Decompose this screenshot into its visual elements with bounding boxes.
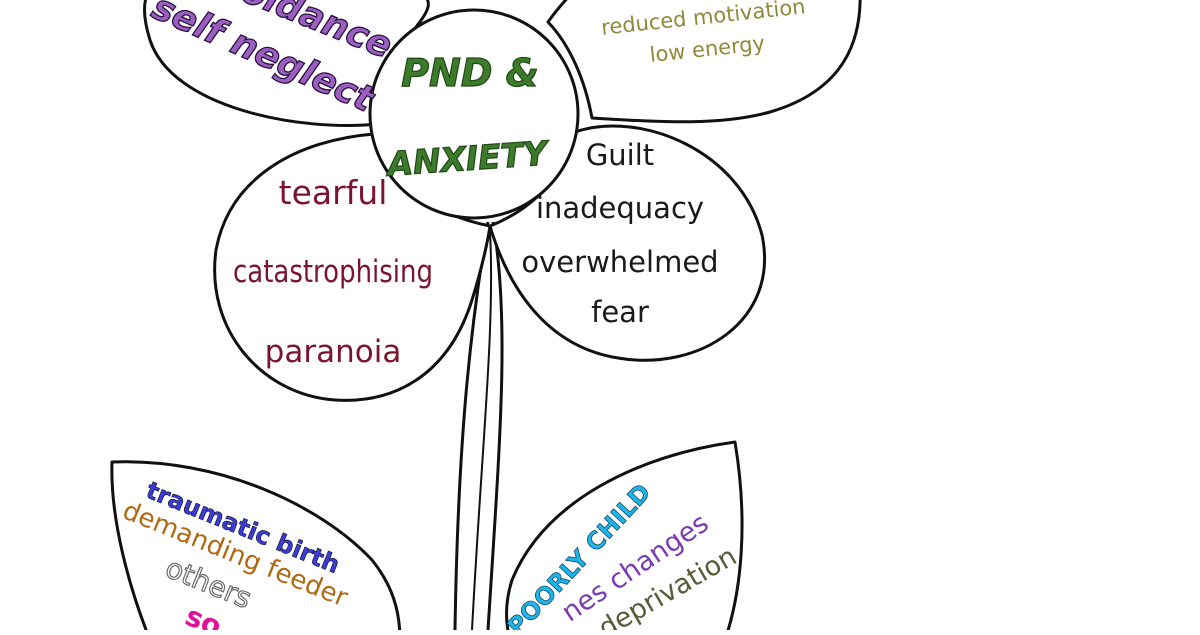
stem-inner	[471, 229, 493, 631]
petal-text-paranoia: paranoia	[265, 334, 402, 370]
leaf-right	[505, 440, 744, 635]
petal-text-guilt: Guilt	[586, 138, 654, 172]
leaf-left	[110, 460, 402, 635]
stem-outer-right	[486, 221, 504, 631]
center-title-line1: PND &	[401, 51, 539, 95]
petal-top-right	[546, 0, 862, 124]
petal-right	[488, 124, 766, 362]
petal-text-inadequacy: inadequacy	[536, 191, 704, 225]
petal-text-tearful: tearful	[279, 173, 388, 212]
petal-text-fear: fear	[591, 295, 649, 329]
petal-text-catastrophising: catastrophising	[233, 254, 433, 290]
flower-center	[368, 8, 580, 220]
petal-text-overwhelmed: overwhelmed	[521, 245, 718, 279]
